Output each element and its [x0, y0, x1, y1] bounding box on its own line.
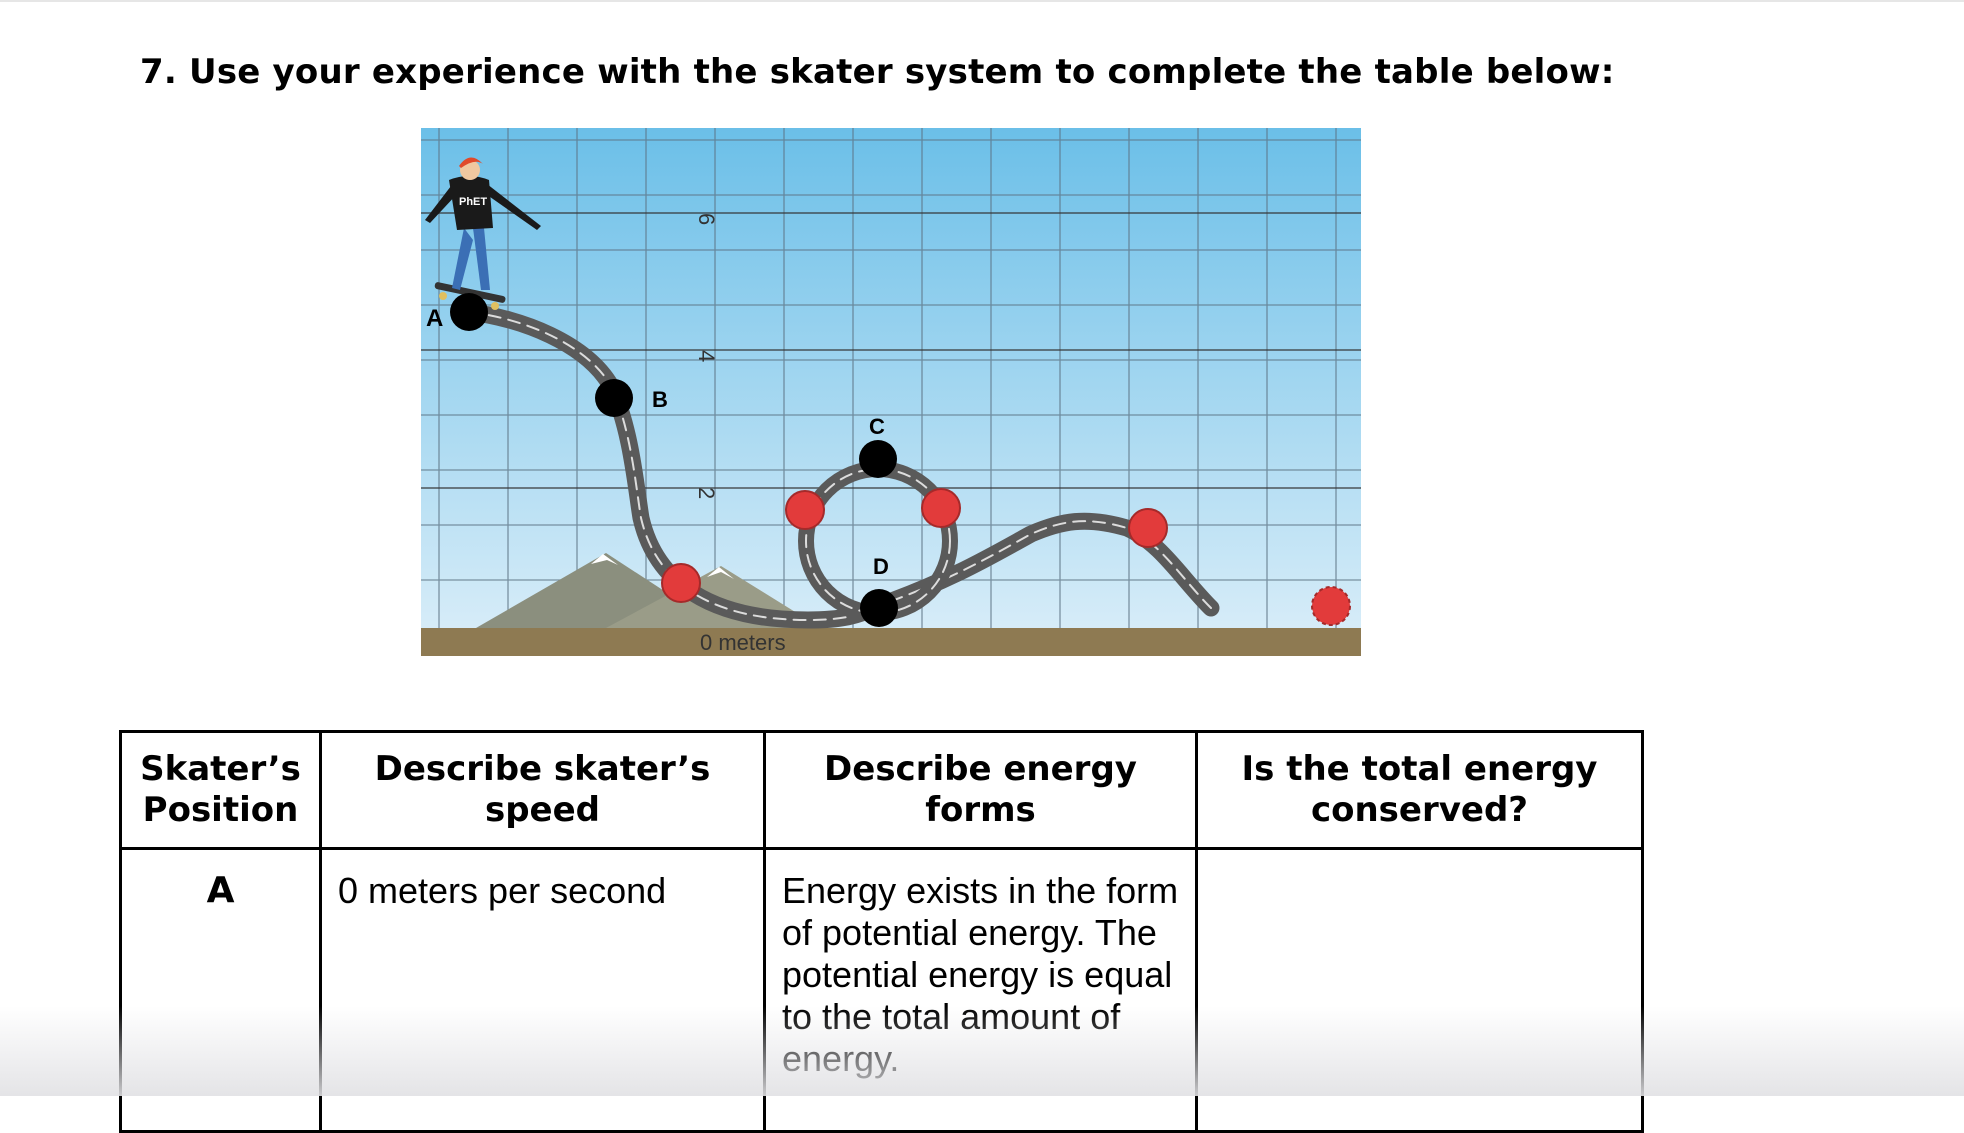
- cell-position: A: [119, 847, 322, 1133]
- energy-table: Skater’s Position Describe skater’s spee…: [119, 730, 1644, 1133]
- cell-speed[interactable]: 0 meters per second: [319, 847, 766, 1133]
- skate-park-illustration: 6 4 2 0 meters PhET: [421, 128, 1361, 656]
- track-control-point[interactable]: [1128, 508, 1168, 548]
- point-d-marker: [860, 589, 898, 627]
- track-control-point[interactable]: [785, 490, 825, 530]
- point-c-label: C: [869, 414, 885, 439]
- header-speed: Describe skater’s speed: [319, 730, 766, 850]
- header-position: Skater’s Position: [119, 730, 322, 850]
- point-c-marker: [859, 440, 897, 478]
- header-energy-conserved: Is the total energy conserved?: [1195, 730, 1644, 850]
- height-tick-2: 2: [694, 487, 719, 499]
- ground-label: 0 meters: [700, 630, 786, 655]
- point-a-label: A: [426, 305, 443, 332]
- grid-lines: [421, 128, 1361, 628]
- header-energy-forms: Describe energy forms: [763, 730, 1198, 850]
- shirt-logo: PhET: [459, 196, 487, 208]
- top-divider: [0, 0, 1964, 2]
- cell-energy-forms[interactable]: Energy exists in the form of potential e…: [763, 847, 1198, 1133]
- track-control-point[interactable]: [661, 563, 701, 603]
- point-d-label: D: [873, 554, 889, 579]
- sky-background: [421, 128, 1361, 628]
- height-tick-4: 4: [694, 350, 719, 362]
- track-control-point[interactable]: [921, 488, 961, 528]
- table-row: A 0 meters per second Energy exists in t…: [119, 847, 1644, 1133]
- height-tick-6: 6: [694, 213, 719, 225]
- skate-park-figure: 6 4 2 0 meters PhET: [421, 128, 1361, 656]
- point-a-marker: [450, 293, 488, 331]
- point-b-label: B: [652, 387, 668, 412]
- table-header-row: Skater’s Position Describe skater’s spee…: [119, 730, 1644, 850]
- skater-figure: PhET: [425, 157, 541, 310]
- point-b-marker: [595, 379, 633, 417]
- ground: [421, 628, 1361, 656]
- question-prompt: 7. Use your experience with the skater s…: [140, 52, 1615, 92]
- cell-energy-conserved[interactable]: [1195, 847, 1644, 1133]
- track-control-point[interactable]: [1311, 586, 1351, 626]
